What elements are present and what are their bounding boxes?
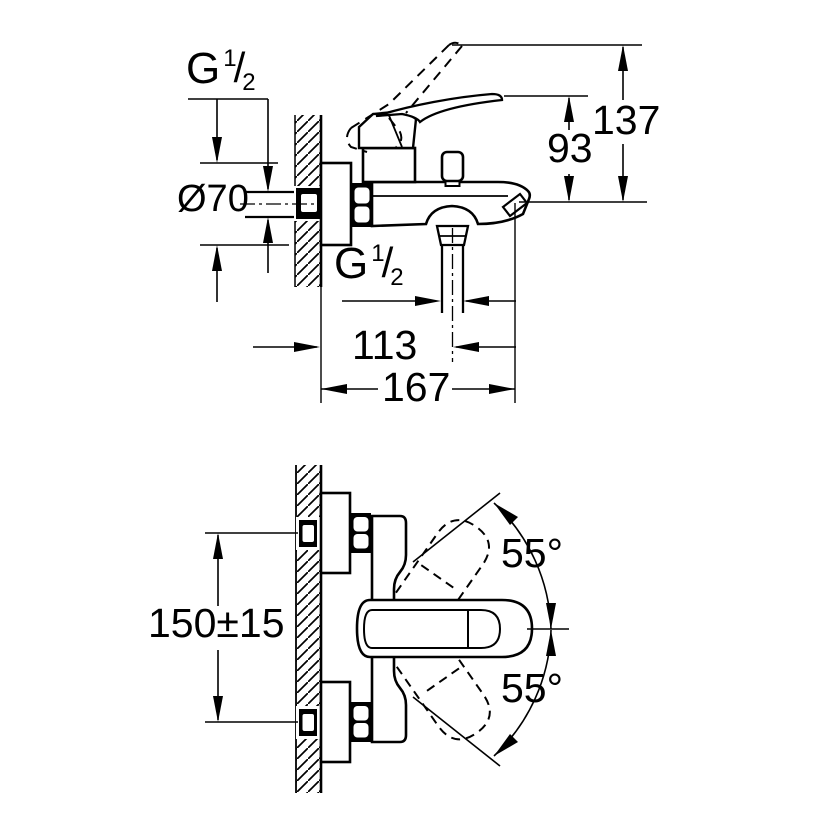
handle-angle-up-label: 55°	[501, 530, 564, 576]
side-view-arrowheads	[212, 45, 628, 394]
wall-to-hose-dimension: 113	[352, 322, 418, 368]
lever-raised-phantom	[346, 41, 463, 153]
handle-angle-down-label: 55°	[501, 665, 564, 711]
lever-handle-side	[357, 92, 504, 184]
overall-height-dimension: 137	[592, 97, 661, 143]
bottom-connection-front	[296, 680, 371, 764]
side-view-group	[188, 41, 647, 403]
lever-handle-front	[355, 598, 534, 659]
connection-spacing-dimension: 150±15	[148, 600, 285, 646]
thread-numerator: 1	[371, 240, 385, 267]
thread-denominator: 2	[242, 69, 256, 96]
wall-union	[240, 186, 332, 221]
spout-height-dimension: 93	[547, 125, 593, 171]
mixer-body-side	[370, 180, 532, 228]
hose-connection	[435, 224, 470, 362]
escutcheon-side	[319, 161, 353, 247]
thread-letter: G	[186, 44, 221, 93]
connector-nuts-side	[352, 183, 372, 227]
handle-phantom-up	[395, 519, 490, 625]
thread-numerator: 1	[223, 45, 237, 72]
fraction-slash: /	[381, 239, 394, 286]
wall-to-spout-dimension: 167	[382, 364, 451, 410]
wall-hatch-front	[295, 465, 323, 793]
front-view-group	[205, 465, 569, 793]
front-view-arrowheads	[213, 503, 556, 756]
thread-denominator: 2	[390, 264, 404, 291]
handle-phantom-down	[395, 634, 491, 741]
diverter-knob	[440, 150, 465, 187]
escutcheon-diameter-label: Ø70	[177, 178, 249, 220]
top-connection-front	[296, 491, 371, 575]
fraction-slash: /	[233, 44, 246, 91]
thread-letter: G	[334, 239, 369, 288]
